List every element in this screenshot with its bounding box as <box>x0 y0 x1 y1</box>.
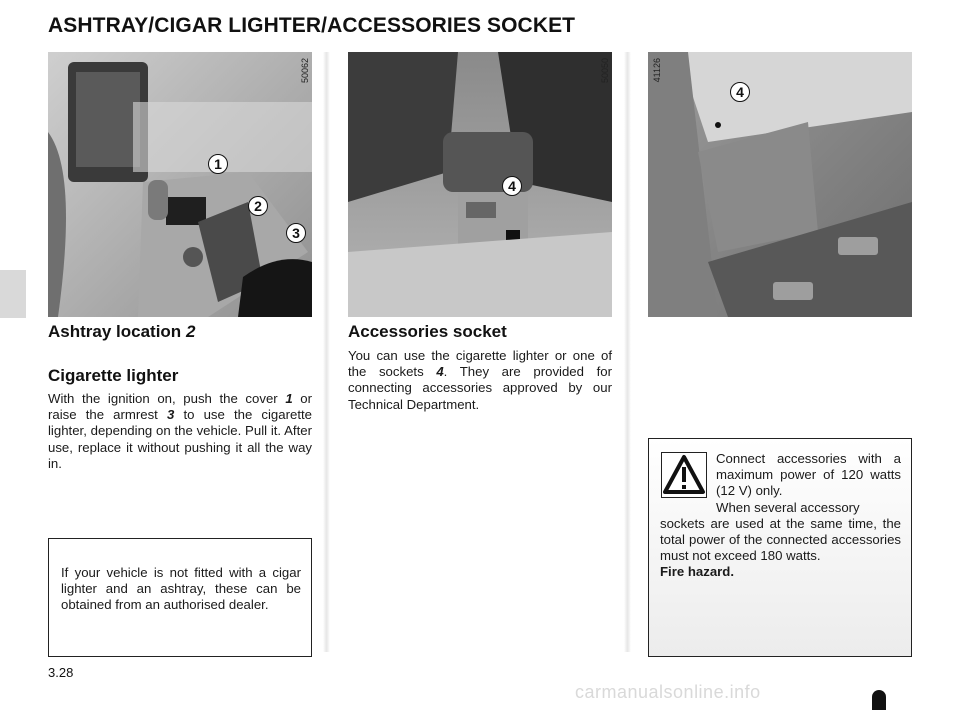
photo-ref-code: 50050 <box>600 58 610 84</box>
note-text: If your vehicle is not fitted with a cig… <box>61 565 301 613</box>
note-box: If your vehicle is not fitted with a cig… <box>48 538 312 657</box>
callout-4: 4 <box>730 82 750 102</box>
heading-accessories-socket: Accessories socket <box>348 322 507 341</box>
warning-emphasis: Fire hazard. <box>660 564 735 580</box>
column-divider <box>323 52 330 652</box>
watermark: carmanualsonline.info <box>575 682 761 702</box>
heading-ashtray: Ashtray location 2 <box>48 322 196 341</box>
lighter-instructions: With the ignition on, push the cover 1 o… <box>48 391 313 471</box>
callout-2: 2 <box>248 196 268 216</box>
callout-4: 4 <box>502 176 522 196</box>
page-number: 3.28 <box>48 665 74 680</box>
column-divider <box>624 52 631 652</box>
callout-3: 3 <box>286 223 306 243</box>
photo-ref-code: 41126 <box>652 58 662 83</box>
photo-ref-code: 50062 <box>300 58 310 84</box>
photo-rear-console: 50050 4 <box>348 52 612 317</box>
callout-1: 1 <box>208 154 228 174</box>
socket-description: You can use the cigarette lighter or one… <box>348 348 612 412</box>
photo-centre-console: 50062 1 2 3 <box>48 52 312 317</box>
heading-cigarette-lighter: Cigarette lighter <box>48 366 179 385</box>
section-tab <box>0 270 26 318</box>
warning-box: Connect accessories with a maximum power… <box>648 438 912 657</box>
warning-triangle-icon <box>661 452 707 498</box>
page-title: ASHTRAY/CIGAR LIGHTER/ACCESSORIES SOCKET <box>48 14 576 37</box>
photo-boot: 41126 4 <box>648 52 912 317</box>
corner-mark <box>872 690 886 710</box>
warning-text: Connect accessories with a maximum power… <box>660 451 901 580</box>
